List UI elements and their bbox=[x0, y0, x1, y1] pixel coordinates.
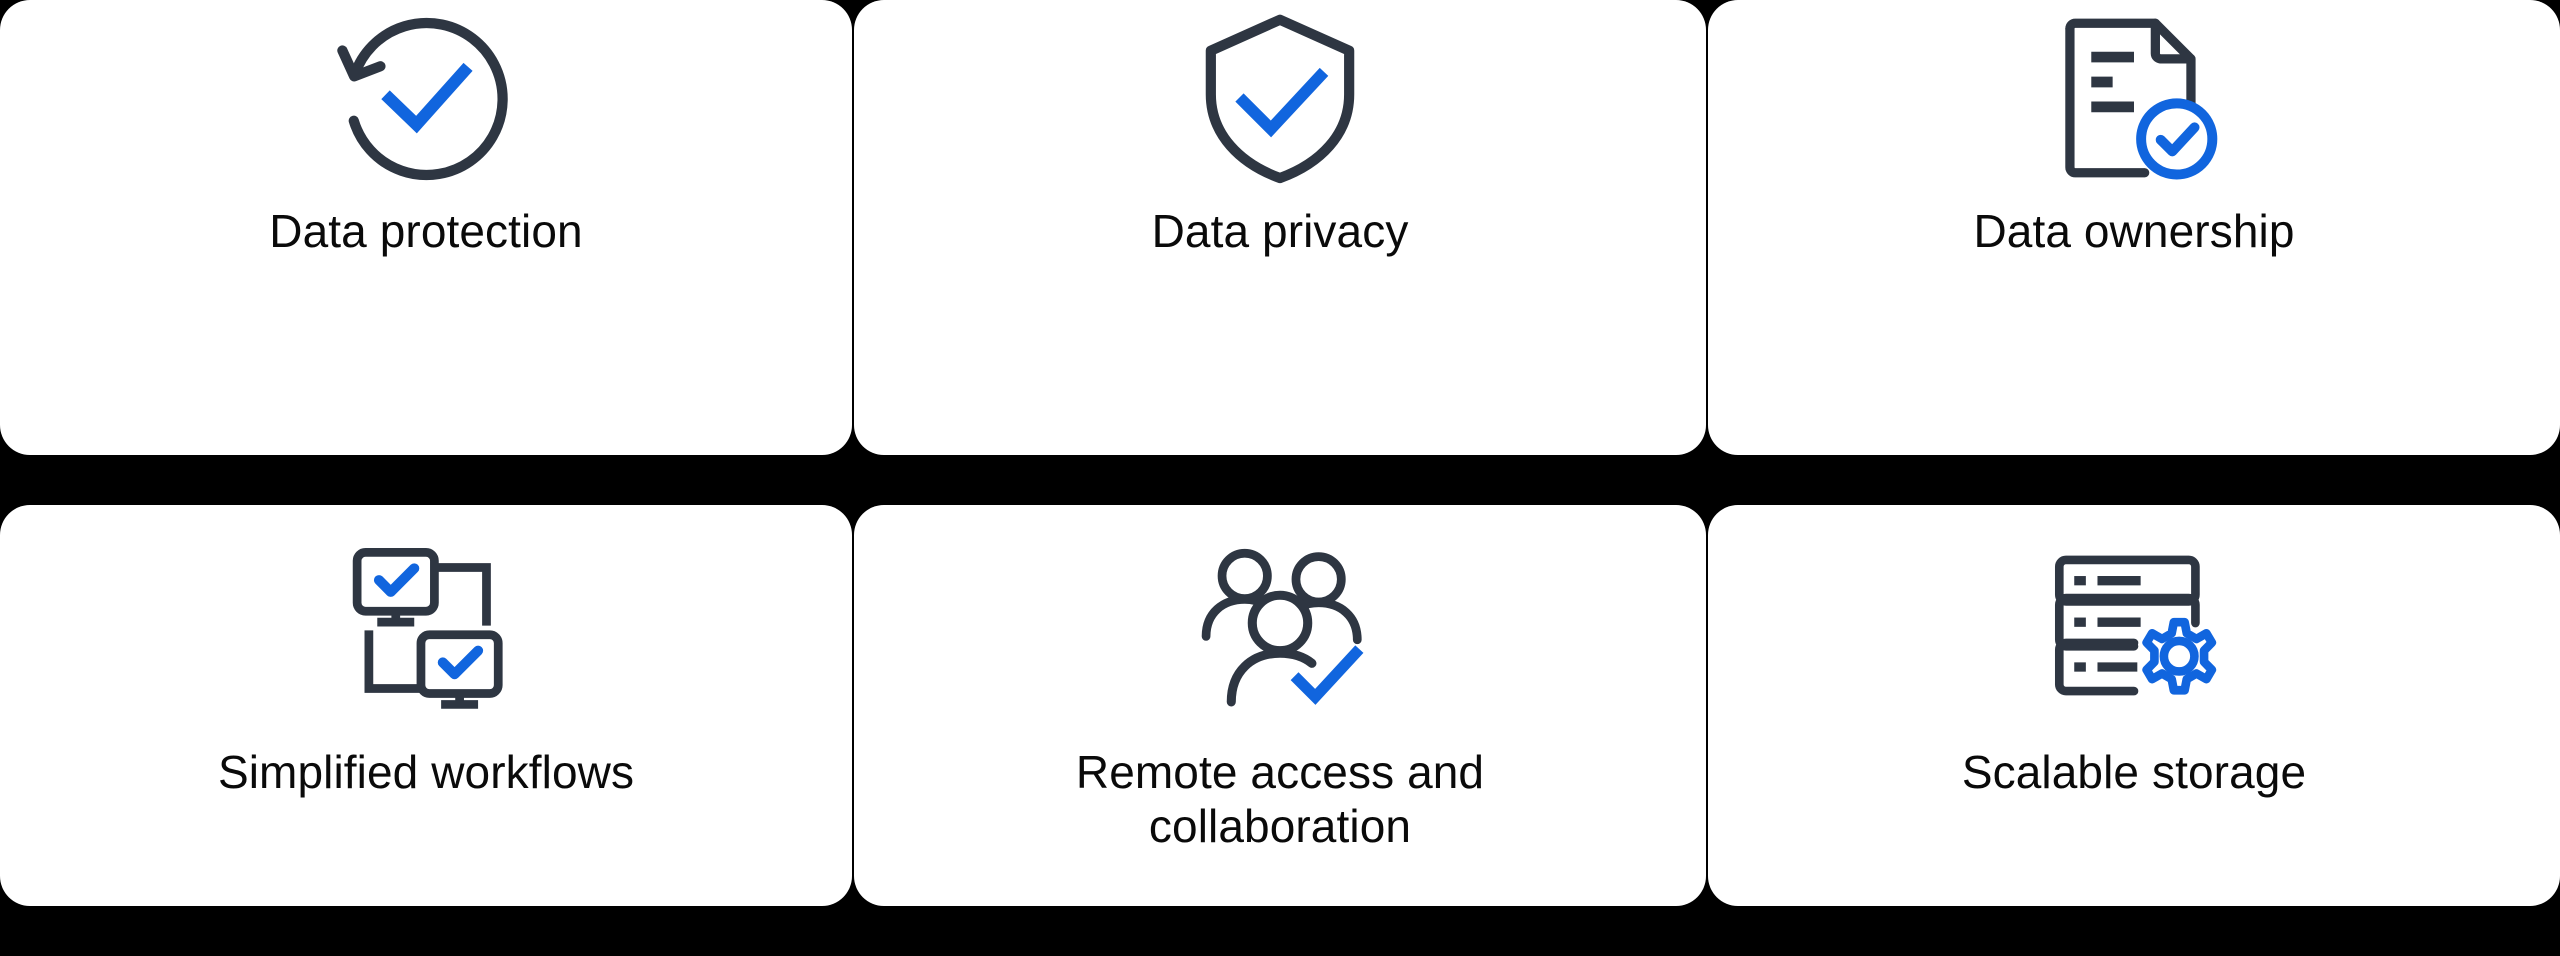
card-scalable-storage[interactable]: Scalable storage bbox=[1708, 505, 2560, 906]
document-check-icon bbox=[2045, 18, 2223, 180]
card-data-ownership[interactable]: Data ownership bbox=[1708, 0, 2560, 455]
card-data-privacy[interactable]: Data privacy bbox=[854, 0, 1706, 455]
card-label: Remote access and collaboration bbox=[1075, 746, 1485, 853]
card-label: Simplified workflows bbox=[217, 746, 635, 798]
people-group-check-icon bbox=[1196, 548, 1364, 707]
card-simplified-workflows[interactable]: Simplified workflows bbox=[0, 505, 852, 906]
card-label: Data ownership bbox=[1973, 205, 2295, 257]
card-remote-access-collaboration[interactable]: Remote access and collaboration bbox=[854, 505, 1706, 906]
card-label: Data protection bbox=[269, 205, 583, 257]
card-label: Data privacy bbox=[1151, 205, 1409, 257]
monitors-workflow-icon bbox=[342, 548, 510, 709]
card-label: Scalable storage bbox=[1961, 746, 2307, 798]
card-data-protection[interactable]: Data protection bbox=[0, 0, 852, 455]
server-gear-icon bbox=[2051, 553, 2217, 703]
refresh-check-icon bbox=[331, 17, 521, 181]
shield-check-icon bbox=[1189, 14, 1371, 184]
